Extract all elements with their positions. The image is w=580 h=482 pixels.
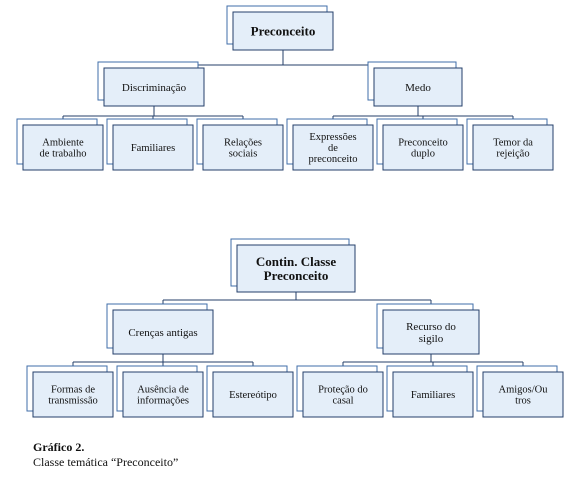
figure-caption-text: Classe temática “Preconceito”	[33, 455, 179, 469]
box-face	[32, 371, 114, 418]
box-face	[382, 309, 480, 355]
figure-caption-title: Gráfico 2.	[33, 440, 85, 454]
box-label-line: rejeição	[496, 149, 529, 160]
box-label-line: duplo	[411, 149, 435, 160]
box-label-line: Ausência de	[137, 385, 189, 396]
box-label-line: Expressões	[309, 132, 356, 143]
box-label-line: Crenças antigas	[128, 327, 197, 339]
leaf-node: Familiares	[386, 365, 474, 418]
box-label-line: de	[328, 143, 338, 154]
box-label-line: informações	[137, 396, 189, 407]
box-label-line: Amigos/Ou	[498, 385, 548, 396]
box-label-line: Ambiente	[42, 138, 84, 149]
box-face	[212, 371, 294, 418]
leaf-node: Familiares	[106, 118, 194, 171]
box-label-line: casal	[333, 396, 354, 407]
box-face	[482, 371, 564, 418]
box-face	[202, 124, 284, 171]
box-label-line: sigilo	[419, 333, 444, 345]
box-label-line: Preconceito	[398, 138, 448, 149]
box-face	[122, 371, 204, 418]
box-label-line: sociais	[229, 149, 258, 160]
box-face	[236, 244, 356, 293]
box-label-line: Contin. Classe	[256, 254, 336, 269]
box-label-line: Medo	[405, 82, 431, 94]
box-label-line: Recurso do	[406, 321, 456, 333]
branch-node: Discriminação	[97, 61, 205, 107]
box-label-line: Proteção do	[318, 385, 368, 396]
box-face	[112, 124, 194, 171]
box-label-line: Temor da	[493, 138, 533, 149]
box-face	[103, 67, 205, 107]
box-face	[392, 371, 474, 418]
box-face	[373, 67, 463, 107]
box-label-line: preconceito	[309, 154, 358, 165]
box-face	[22, 124, 104, 171]
box-face	[382, 124, 464, 171]
box-face	[472, 124, 554, 171]
box-label-line: Relações	[224, 138, 262, 149]
root-node: Preconceito	[226, 5, 334, 51]
box-label-line: Preconceito	[264, 268, 329, 283]
box-label-line: Discriminação	[122, 82, 187, 94]
branch-node: Crenças antigas	[106, 303, 214, 355]
box-label-line: Familiares	[131, 143, 175, 154]
leaf-node: Estereótipo	[206, 365, 294, 418]
box-label-line: Estereótipo	[229, 390, 277, 401]
box-label-line: transmissão	[48, 396, 98, 407]
box-label-line: Formas de	[51, 385, 95, 396]
box-label-line: tros	[515, 396, 531, 407]
box-face	[112, 309, 214, 355]
box-label-line: Familiares	[411, 390, 455, 401]
box-label-line: Preconceito	[251, 24, 316, 39]
box-face	[232, 11, 334, 51]
box-face	[292, 124, 374, 171]
box-label-line: de trabalho	[40, 149, 87, 160]
box-face	[302, 371, 384, 418]
branch-node: Medo	[367, 61, 463, 107]
